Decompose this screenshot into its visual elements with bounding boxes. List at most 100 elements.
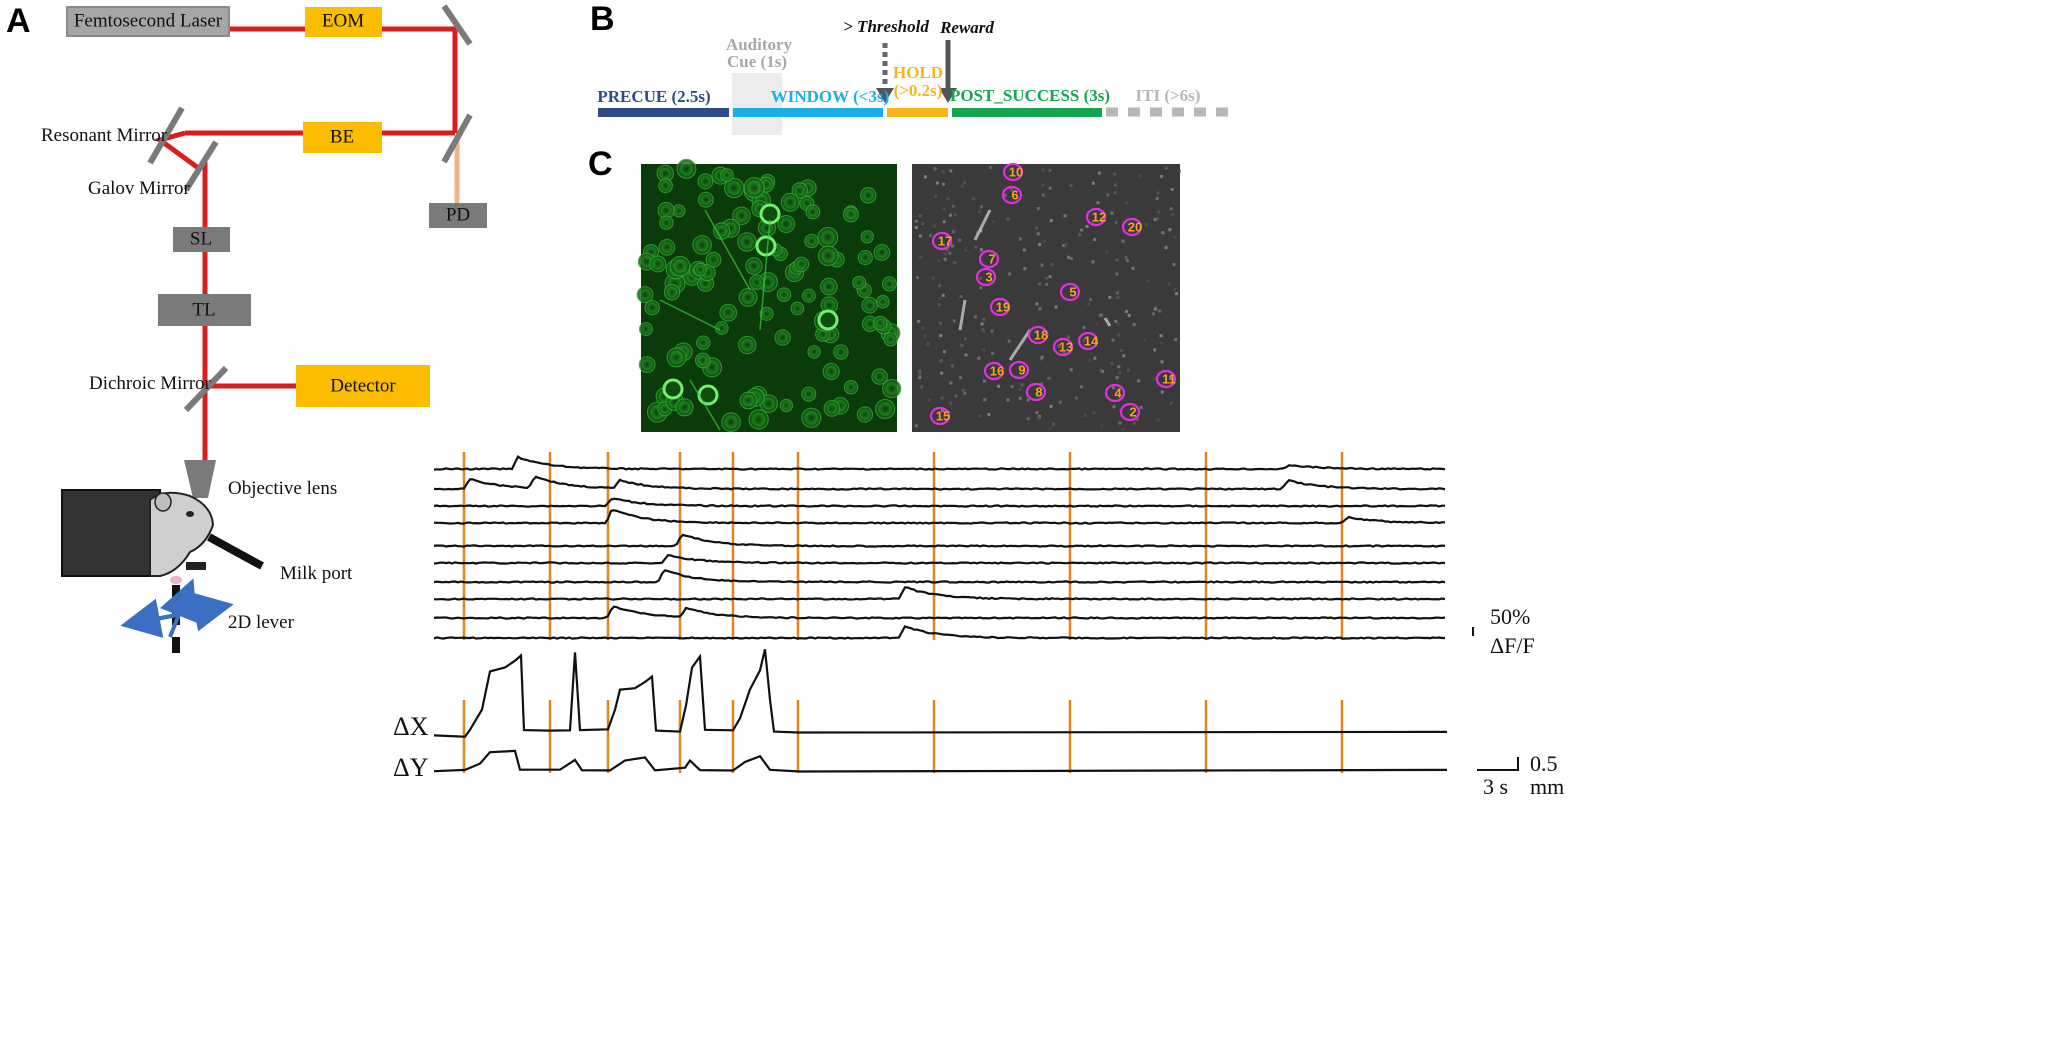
noise-speckle (1160, 341, 1164, 345)
lever-traces (433, 649, 1448, 773)
neuron-soma (777, 215, 796, 233)
noise-speckle (948, 251, 952, 255)
noise-speckle (916, 276, 920, 280)
noise-speckle (960, 343, 964, 347)
neuron-soma (644, 299, 660, 316)
noise-speckle (1173, 287, 1177, 291)
neuron-soma (712, 222, 731, 240)
noise-speckle (948, 213, 952, 217)
noise-speckle (1038, 243, 1042, 247)
dendrite (759, 219, 771, 331)
precue-label: PRECUE (2.5s) (597, 87, 710, 106)
neuron-soma (881, 276, 897, 292)
noise-speckle (1118, 371, 1122, 375)
noise-speckle (1121, 239, 1125, 243)
noise-speckle (1171, 212, 1175, 216)
noise-speckle (1153, 307, 1157, 311)
neuron-soma (694, 352, 711, 369)
noise-speckle (1099, 368, 1103, 372)
noise-speckle (950, 364, 954, 368)
noise-speckle (982, 379, 986, 383)
bright-process (958, 299, 967, 331)
roi-label: 8 (1035, 384, 1042, 399)
neuron-soma (638, 356, 656, 374)
roi-outline (975, 267, 997, 287)
bright-neuron (755, 235, 777, 257)
noise-speckle (961, 388, 965, 392)
noise-speckle (1114, 319, 1118, 323)
neuron-soma (759, 306, 774, 321)
noise-speckle (1101, 369, 1105, 373)
noise-speckle (1069, 257, 1073, 261)
noise-speckle (1063, 214, 1067, 218)
noise-speckle (1052, 422, 1056, 426)
roi-outline (1059, 282, 1081, 302)
neuron-soma (672, 204, 686, 218)
neuron-soma (807, 345, 821, 359)
noise-speckle (963, 391, 967, 395)
neuron-soma (817, 245, 839, 267)
neuron-soma (739, 391, 758, 410)
fluorescence-image (636, 158, 902, 432)
noise-speckle (1040, 263, 1044, 267)
noise-speckle (959, 295, 963, 299)
neuron-soma (861, 297, 878, 314)
roi-outline (931, 231, 953, 251)
tl-box (158, 294, 251, 326)
noise-speckle (1095, 323, 1099, 327)
noise-speckle (1110, 211, 1114, 215)
delta-y-label: ΔY (393, 753, 429, 782)
roi-outline (1001, 185, 1023, 205)
pd-label: PD (446, 204, 470, 225)
noise-speckle (937, 303, 941, 307)
mouse-shape (149, 491, 215, 577)
noise-speckle (1018, 388, 1022, 392)
noise-speckle (977, 356, 981, 360)
dendrite (704, 209, 751, 291)
noise-speckle (960, 184, 964, 188)
noise-speckle (1069, 368, 1073, 372)
hold-label-1: HOLD (893, 63, 943, 82)
noise-speckle (1045, 282, 1049, 286)
noise-speckle (1062, 243, 1066, 247)
noise-speckle (1158, 309, 1162, 313)
eom-box (305, 7, 382, 37)
mirror-1 (441, 4, 473, 46)
noise-speckle (933, 167, 937, 171)
neuron-soma (817, 226, 839, 248)
mouse-paw (170, 576, 182, 584)
noise-speckle (1097, 171, 1101, 175)
noise-speckle (1156, 191, 1160, 195)
noise-speckle (939, 334, 943, 338)
noise-speckle (928, 233, 932, 237)
window-bar (733, 108, 883, 117)
noise-speckle (1177, 169, 1181, 173)
roi-label: 10 (1009, 164, 1023, 179)
roi-label: 4 (1114, 385, 1122, 400)
neuron-soma (852, 275, 867, 290)
neuron-soma (663, 284, 681, 301)
noise-speckle (1066, 335, 1070, 339)
noise-speckle (980, 322, 984, 326)
neuron-soma (693, 262, 708, 277)
noise-speckle (937, 259, 941, 263)
noise-speckle (1038, 307, 1042, 311)
roi-label: 6 (1011, 187, 1018, 202)
noise-speckle (938, 284, 942, 288)
iti-label: ITI (>6s) (1136, 86, 1201, 105)
objective-lens-label: Objective lens (228, 478, 337, 499)
neuron-soma (697, 173, 714, 190)
noise-speckle (1110, 362, 1114, 366)
detector-label: Detector (330, 375, 396, 396)
roi-outline (1104, 383, 1126, 403)
noise-speckle (1037, 282, 1041, 286)
noise-speckle (1087, 302, 1091, 306)
noise-speckle (1083, 413, 1087, 417)
noise-speckle (1124, 256, 1128, 260)
noise-speckle (945, 248, 949, 252)
noise-speckle (1122, 354, 1126, 358)
neuron-soma (873, 244, 891, 261)
noise-speckle (941, 182, 945, 186)
noise-speckle (1099, 313, 1103, 317)
